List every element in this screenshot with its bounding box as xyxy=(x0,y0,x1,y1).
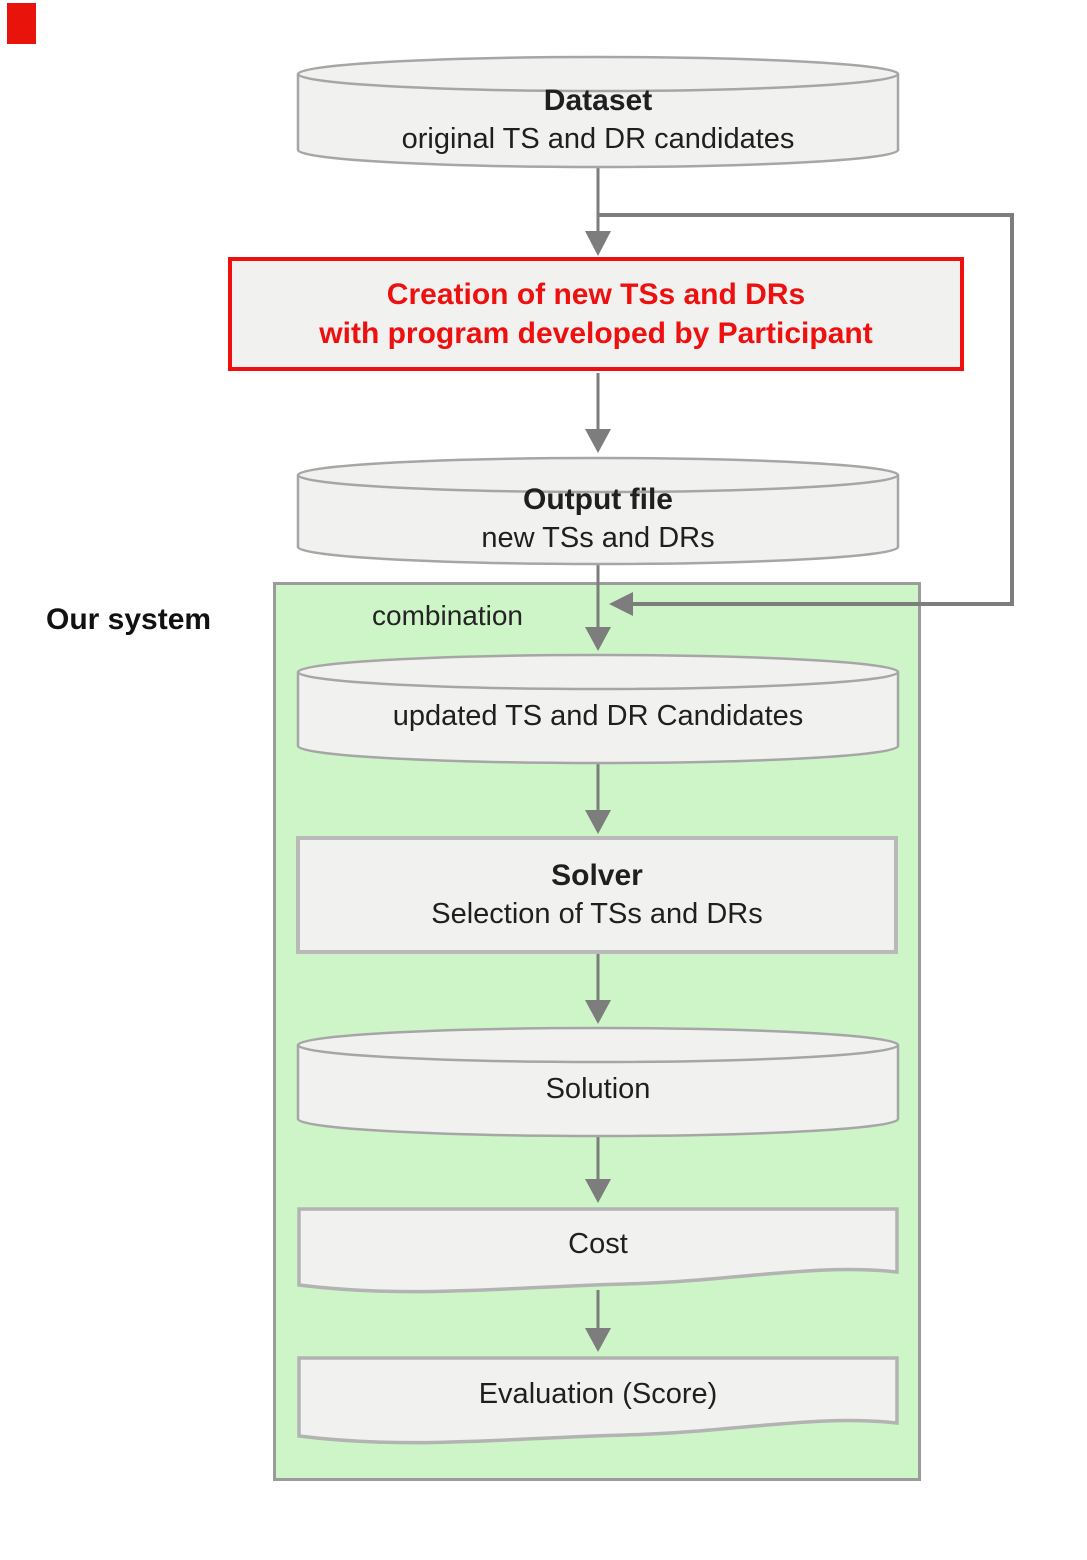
node-dataset: Dataset original TS and DR candidates xyxy=(296,55,900,169)
arrowhead-into-output xyxy=(585,429,611,453)
output-file-subtitle: new TSs and DRs xyxy=(481,521,715,554)
node-solver: Solver Selection of TSs and DRs xyxy=(296,836,898,954)
red-corner-marker xyxy=(7,3,36,44)
node-output-file: Output file new TSs and DRs xyxy=(296,456,900,566)
creation-line2: with program developed by Participant xyxy=(319,317,873,350)
solver-title: Solver xyxy=(551,859,643,893)
solver-subtitle: Selection of TSs and DRs xyxy=(431,897,763,930)
updated-candidates-title: updated TS and DR Candidates xyxy=(392,700,804,733)
solution-title: Solution xyxy=(545,1073,651,1106)
dataset-subtitle: original TS and DR candidates xyxy=(401,122,795,155)
solution-cylinder-shape xyxy=(296,1026,900,1138)
node-updated-candidates: updated TS and DR Candidates xyxy=(296,653,900,765)
node-creation-participant: Creation of new TSs and DRs with program… xyxy=(228,257,964,371)
creation-line1: Creation of new TSs and DRs xyxy=(386,278,806,311)
our-system-label: Our system xyxy=(46,603,212,636)
dataset-cylinder-shape xyxy=(296,55,900,169)
evaluation-document-shape xyxy=(297,1356,899,1445)
evaluation-title: Evaluation (Score) xyxy=(478,1378,718,1411)
cost-title: Cost xyxy=(568,1228,628,1261)
node-evaluation: Evaluation (Score) xyxy=(296,1355,900,1449)
arrowhead-into-creation xyxy=(585,231,611,256)
node-cost: Cost xyxy=(296,1206,900,1298)
combination-label: combination xyxy=(372,600,523,631)
cost-document-shape xyxy=(297,1207,899,1294)
dataset-title: Dataset xyxy=(543,84,653,118)
output-file-title: Output file xyxy=(523,483,673,517)
node-solution: Solution xyxy=(296,1026,900,1138)
updated-candidates-cylinder-shape xyxy=(296,653,900,765)
